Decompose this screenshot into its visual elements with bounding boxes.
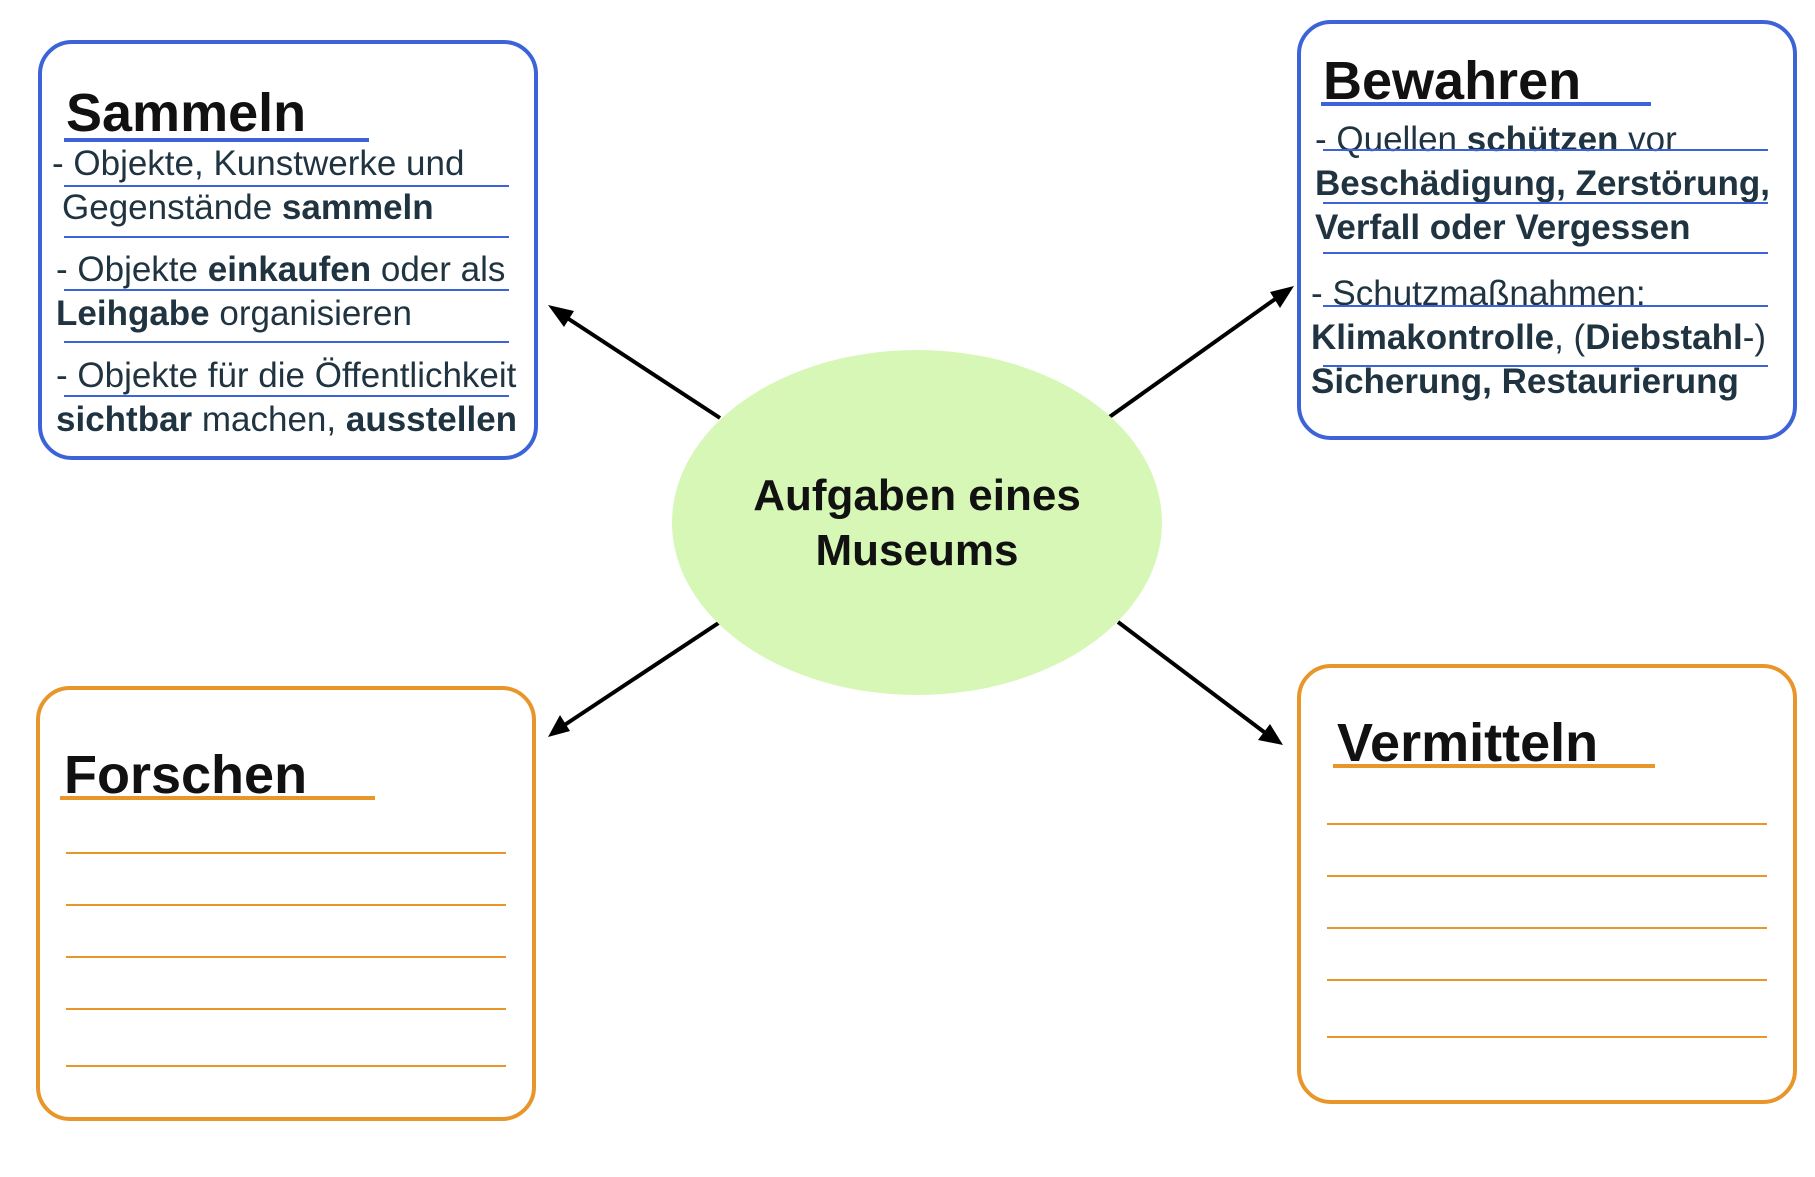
bewahren-item-2: - Schutzmaßnahmen: Klimakontrolle, (Dieb… — [1311, 274, 1767, 401]
sammeln-line — [64, 185, 509, 187]
sammeln-item-1: - Objekte, Kunstwerke und Gegenstände sa… — [52, 144, 465, 227]
arrowhead-forschen — [548, 715, 570, 737]
forschen-box: Forschen — [36, 686, 536, 1121]
arrow-to-sammeln — [553, 308, 722, 420]
forschen-title: Forschen — [64, 745, 308, 805]
vermitteln-title: Vermitteln — [1337, 713, 1599, 773]
center-topic-label: Aufgaben eines Museums — [753, 470, 1081, 575]
arrow-to-forschen — [558, 620, 722, 730]
sammeln-line — [64, 236, 509, 238]
sammeln-line — [64, 395, 509, 397]
forschen-writing-line — [66, 1065, 506, 1067]
arrowhead-bewahren — [1270, 286, 1294, 308]
sammeln-item-2: - Objekte einkaufen oder als Leihgabe or… — [56, 250, 506, 333]
forschen-writing-line — [66, 852, 506, 854]
bewahren-line — [1323, 252, 1768, 254]
sammeln-title: Sammeln — [66, 83, 307, 143]
arrowhead-sammeln — [548, 305, 574, 327]
vermitteln-box: Vermitteln — [1297, 664, 1797, 1104]
arrow-to-vermitteln — [1116, 620, 1274, 740]
vermitteln-writing-line — [1327, 875, 1767, 877]
center-topic-ellipse: Aufgaben eines Museums — [672, 350, 1162, 695]
sammeln-item-3: - Objekte für die Öffentlichkeit sichtba… — [56, 356, 518, 439]
forschen-writing-line — [66, 904, 506, 906]
bewahren-item-1: - Quellen schützen vor Beschädigung, Zer… — [1315, 120, 1771, 247]
bewahren-line — [1323, 149, 1768, 151]
bewahren-box: Bewahren - Quellen schützen vor Beschädi… — [1297, 20, 1797, 440]
forschen-writing-line — [66, 956, 506, 958]
sammeln-line — [64, 289, 509, 291]
sammeln-line — [64, 341, 509, 343]
forschen-title-underline — [60, 796, 375, 800]
bewahren-line — [1323, 365, 1768, 367]
vermitteln-writing-line — [1327, 823, 1767, 825]
vermitteln-title-underline — [1333, 764, 1655, 768]
arrow-to-bewahren — [1106, 290, 1287, 420]
arrowhead-vermitteln — [1258, 724, 1283, 745]
bewahren-line — [1323, 202, 1768, 204]
vermitteln-writing-line — [1327, 927, 1767, 929]
sammeln-box: Sammeln - Objekte, Kunstwerke und Gegens… — [38, 40, 538, 460]
bewahren-line — [1323, 305, 1768, 307]
vermitteln-writing-line — [1327, 1036, 1767, 1038]
sammeln-title-underline — [64, 138, 369, 142]
bewahren-title-underline — [1321, 102, 1651, 106]
forschen-writing-line — [66, 1008, 506, 1010]
bewahren-title: Bewahren — [1323, 51, 1582, 111]
vermitteln-writing-line — [1327, 979, 1767, 981]
